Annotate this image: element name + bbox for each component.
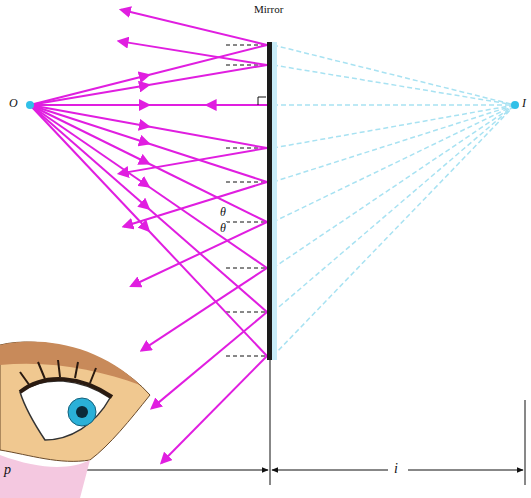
incident-ray [149,127,268,149]
dimension-line [272,470,388,471]
incident-ray [30,105,149,164]
incident-ray [30,85,149,105]
normal-line [226,222,267,223]
angle-label: θ [219,222,227,234]
image-point [511,101,519,109]
angle-label: θ [219,206,227,218]
normal-line [226,312,267,313]
object-point [26,101,34,109]
virtual-ray [273,104,515,106]
incident-ray [149,231,268,357]
incident-ray [149,65,268,85]
virtual-ray [273,105,515,356]
mirror-label: Mirror [253,4,284,15]
distance-label: i [393,462,399,476]
normal-line [226,356,267,357]
object-label: O [8,97,19,109]
incident-ray [149,187,268,269]
normal-line [226,268,267,269]
virtual-ray [273,105,515,222]
eye-illustration [0,341,150,498]
virtual-ray [273,65,515,105]
image-label: I [521,97,527,109]
reflected-ray [121,10,267,45]
dimension-line [408,470,523,471]
incident-ray [30,105,149,231]
distance-label: p [3,463,12,477]
incident-ray [149,164,268,223]
reflected-ray [142,268,267,350]
normal-line [226,45,267,46]
reflected-ray [162,356,267,463]
incident-ray [30,105,149,187]
incident-ray [149,104,268,106]
extension-line [525,400,526,485]
virtual-ray [273,105,515,312]
reflected-ray [152,312,267,408]
mirror [267,42,272,360]
incident-ray [149,144,268,183]
virtual-ray [273,105,515,182]
incident-ray [30,75,149,105]
incident-ray [30,105,149,209]
incident-ray [149,209,268,313]
extension-line [270,360,271,485]
reflected-ray [119,41,267,65]
virtual-ray [273,105,515,148]
virtual-ray [273,105,515,268]
incident-ray [30,104,149,106]
normal-line [226,182,267,183]
virtual-ray [273,45,515,105]
right-angle-mark [258,97,266,105]
